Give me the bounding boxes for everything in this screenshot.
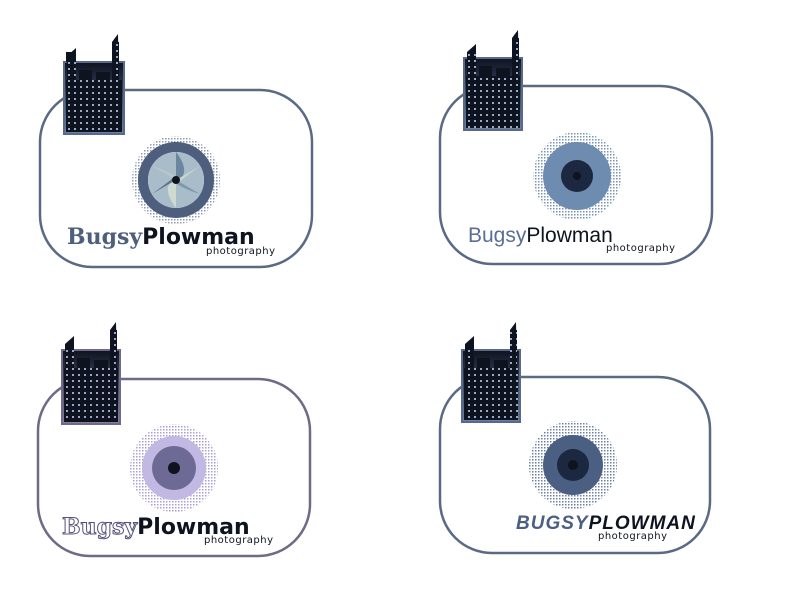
factory-icon: [461, 322, 521, 423]
brand-name: BUGSYPLOWMAN: [516, 514, 696, 533]
logo-variant-4: BUGSYPLOWMAN photography: [430, 318, 750, 598]
lens-icon: [130, 424, 218, 512]
tagline: photography: [206, 246, 276, 257]
logo-graphic-3: [36, 322, 312, 558]
factory-icon: [61, 322, 121, 425]
logo-variant-3: BugsyPlowman photography: [28, 318, 348, 598]
brand-name-part2: Plowman: [142, 225, 255, 250]
brand-name: BugsyPlowman: [67, 226, 255, 249]
brand-name-part2: Plowman: [137, 515, 250, 540]
lens-icon: [529, 421, 617, 509]
tagline: photography: [598, 531, 668, 542]
tagline: photography: [204, 535, 274, 546]
tagline: photography: [606, 243, 676, 254]
logo-variant-1: BugsyPlowman photography: [30, 30, 350, 310]
brand-name-part2: Plowman: [526, 224, 613, 247]
logo-graphic-2: [438, 30, 714, 266]
brand-name-part1: Bugsy: [468, 224, 527, 247]
brand-name: BugsyPlowman: [468, 225, 613, 246]
lens-icon: [132, 136, 220, 224]
factory-icon: [463, 30, 523, 131]
brand-name: BugsyPlowman: [61, 514, 250, 540]
factory-icon: [63, 34, 125, 135]
logo-variant-2: BugsyPlowman photography: [430, 28, 750, 308]
brand-name-part1: Bugsy: [61, 514, 138, 540]
aperture-icon: [148, 152, 204, 208]
brand-name-part1: Bugsy: [67, 224, 143, 250]
logo-graphic-4: [438, 322, 712, 555]
brand-name-part1: BUGSY: [516, 513, 589, 534]
lens-icon: [533, 132, 621, 220]
logo-graphic-1: [38, 34, 314, 269]
brand-name-part2: PLOWMAN: [588, 513, 696, 534]
